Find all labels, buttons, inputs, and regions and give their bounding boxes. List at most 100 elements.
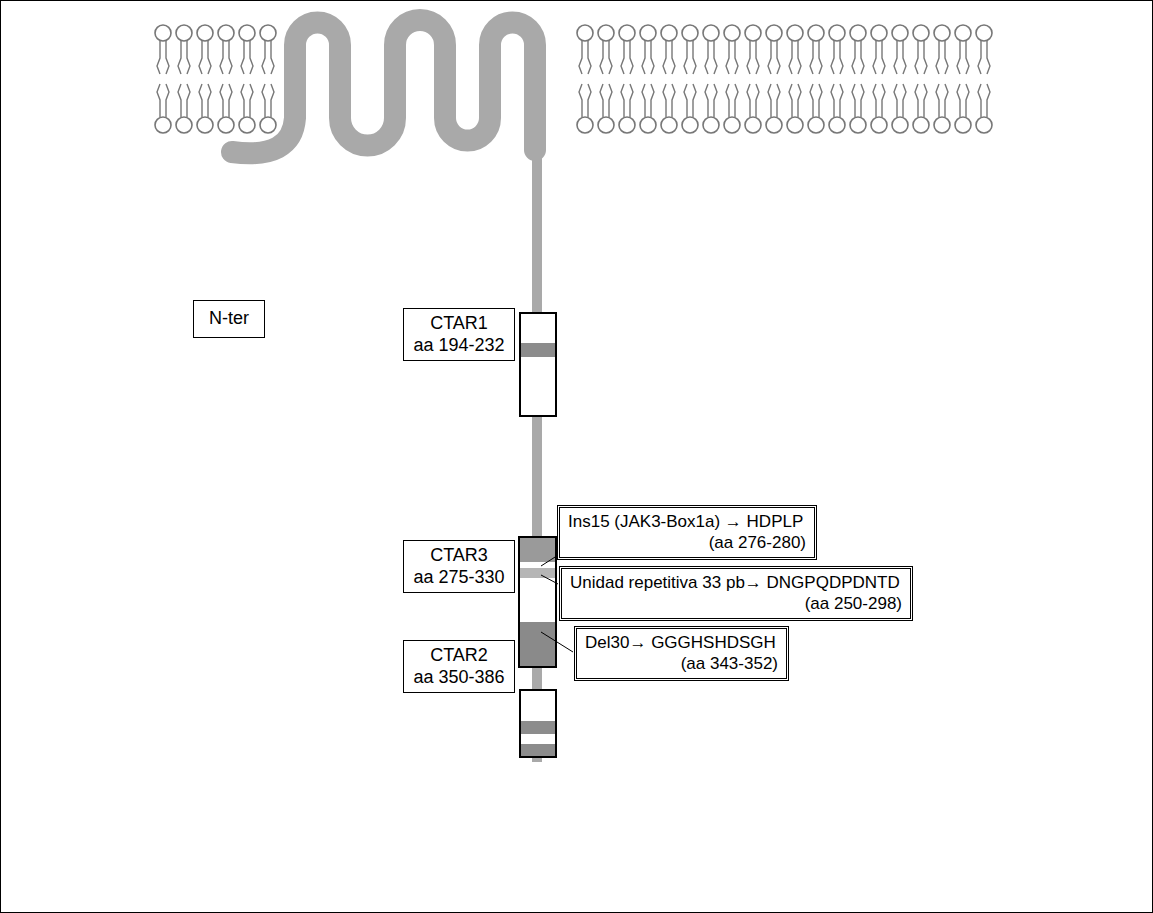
- lipid-tail: [672, 41, 675, 74]
- lipid-tail: [768, 84, 771, 117]
- lipid-tail: [705, 41, 708, 74]
- lipid-tail: [936, 41, 939, 74]
- lipid-tail: [789, 41, 792, 74]
- phospholipid: [850, 25, 866, 133]
- lipid-tail: [873, 84, 876, 117]
- phospholipid: [661, 25, 677, 133]
- lipid-tail: [747, 84, 750, 117]
- phospholipid: [955, 25, 971, 133]
- lipid-tail: [798, 84, 801, 117]
- lipid-tail: [651, 84, 654, 117]
- lipid-head: [619, 25, 635, 41]
- phospholipid: [218, 25, 234, 133]
- region-band: [520, 622, 555, 666]
- lipid-head: [577, 117, 593, 133]
- lipid-tail: [714, 84, 717, 117]
- lipid-tail: [819, 41, 822, 74]
- lipid-tail: [187, 84, 190, 117]
- label-text: CTAR3: [412, 545, 506, 567]
- phospholipid: [176, 25, 192, 133]
- lipid-tail: [621, 41, 624, 74]
- lipid-head: [155, 25, 171, 41]
- leader-line: [541, 575, 558, 584]
- lipid-tail: [630, 41, 633, 74]
- region-band: [521, 721, 555, 734]
- lipid-tail: [220, 41, 223, 74]
- lipid-tail: [229, 41, 232, 74]
- lipid-tail: [693, 41, 696, 74]
- lipid-tail: [798, 41, 801, 74]
- lipid-tail: [208, 41, 211, 74]
- lipid-tail: [936, 84, 939, 117]
- label-text: N-ter: [208, 308, 250, 330]
- phospholipid: [260, 25, 276, 133]
- lipid-head: [682, 25, 698, 41]
- lipid-head: [640, 117, 656, 133]
- lipid-bilayer: [155, 25, 992, 133]
- lipid-tail: [945, 41, 948, 74]
- lipid-tail: [768, 41, 771, 74]
- ctar3-region: [519, 537, 556, 667]
- lipid-tail: [271, 84, 274, 117]
- range-text: aa 194-232: [412, 335, 506, 357]
- domain-label: CTAR2aa 350-386: [403, 640, 515, 693]
- lipid-tail: [579, 84, 582, 117]
- lipid-head: [829, 25, 845, 41]
- lipid-tail: [957, 84, 960, 117]
- ctar2-region: [520, 690, 556, 757]
- lipid-tail: [873, 41, 876, 74]
- lipid-head: [661, 117, 677, 133]
- phospholipid: [598, 25, 614, 133]
- lipid-tail: [663, 84, 666, 117]
- lipid-head: [661, 25, 677, 41]
- range-text: (aa 276-280): [568, 532, 806, 553]
- lipid-head: [724, 25, 740, 41]
- lipid-tail: [987, 41, 990, 74]
- phospholipid: [976, 25, 992, 133]
- lipid-head: [619, 117, 635, 133]
- lipid-tail: [262, 84, 265, 117]
- lipid-tail: [831, 84, 834, 117]
- mutation-callout: Del30→ GGGHSHDSGH(aa 343-352): [574, 626, 789, 681]
- lipid-head: [850, 25, 866, 41]
- lipid-tail: [777, 41, 780, 74]
- lipid-tail: [756, 84, 759, 117]
- lipid-head: [892, 117, 908, 133]
- lipid-head: [745, 117, 761, 133]
- lipid-head: [829, 117, 845, 133]
- lipid-tail: [894, 41, 897, 74]
- lipid-tail: [250, 41, 253, 74]
- region-band: [520, 568, 555, 578]
- mutation-callout: Unidad repetitiva 33 pb→ DNGPQDPDNTD(aa …: [559, 566, 913, 621]
- region-band: [521, 744, 555, 756]
- lipid-tail: [579, 41, 582, 74]
- phospholipid: [871, 25, 887, 133]
- lipid-tail: [651, 41, 654, 74]
- range-text: aa 275-330: [412, 567, 506, 589]
- lipid-head: [640, 25, 656, 41]
- lipid-tail: [840, 41, 843, 74]
- lipid-tail: [642, 41, 645, 74]
- lipid-head: [176, 25, 192, 41]
- lipid-tail: [966, 41, 969, 74]
- lipid-tail: [735, 84, 738, 117]
- label-text: Ins15 (JAK3-Box1a) → HDPLP: [568, 511, 806, 532]
- lipid-tail: [166, 84, 169, 117]
- lipid-head: [703, 117, 719, 133]
- lipid-tail: [684, 84, 687, 117]
- phospholipid: [766, 25, 782, 133]
- phospholipid: [808, 25, 824, 133]
- phospholipid: [577, 25, 593, 133]
- lipid-tail: [852, 41, 855, 74]
- lipid-head: [955, 25, 971, 41]
- phospholipid: [703, 25, 719, 133]
- lipid-head: [197, 117, 213, 133]
- lipid-tail: [241, 84, 244, 117]
- lipid-head: [766, 117, 782, 133]
- lipid-tail: [957, 41, 960, 74]
- lipid-head: [745, 25, 761, 41]
- phospholipid: [913, 25, 929, 133]
- lipid-tail: [621, 84, 624, 117]
- lipid-tail: [882, 84, 885, 117]
